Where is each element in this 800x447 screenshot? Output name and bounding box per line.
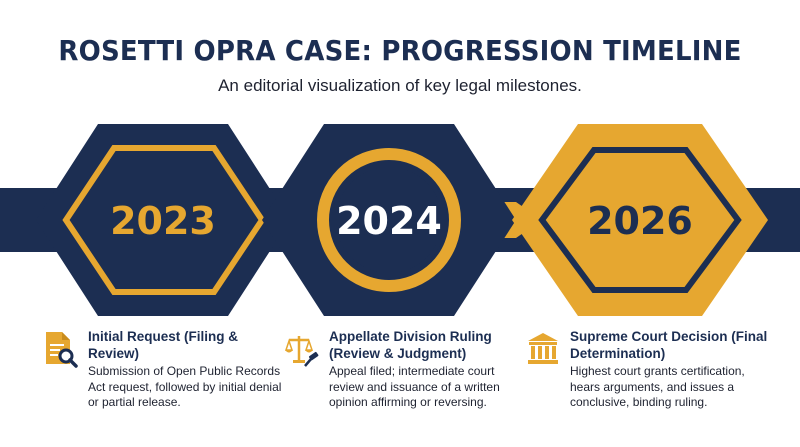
page-subtitle: An editorial visualization of key legal … (218, 76, 582, 95)
year-label-2023: 2023 (110, 199, 216, 243)
milestone-2024-hexagon: 2024 (262, 124, 516, 316)
milestone-2026-hexagon: 2026 (512, 124, 768, 316)
milestone-description: Submission of Open Public Records Act re… (88, 364, 282, 409)
year-label-2026: 2026 (587, 199, 693, 243)
milestone-heading: Initial Request (Filing & Review) (88, 329, 239, 361)
milestone-heading: Supreme Court Decision (Final Determinat… (570, 329, 768, 361)
milestone-heading: Appellate Division Ruling (Review & Judg… (329, 329, 492, 361)
milestone-description: Highest court grants certification, hear… (570, 364, 745, 409)
milestone-description: Appeal filed; intermediate court review … (329, 364, 500, 409)
courthouse-icon (528, 333, 558, 364)
document-search-icon (46, 332, 78, 368)
scales-gavel-icon (285, 336, 319, 367)
page-title: ROSETTI OPRA CASE: PROGRESSION TIMELINE (58, 34, 742, 67)
year-label-2024: 2024 (336, 199, 442, 243)
milestone-2023-hexagon: 2023 (36, 124, 290, 316)
